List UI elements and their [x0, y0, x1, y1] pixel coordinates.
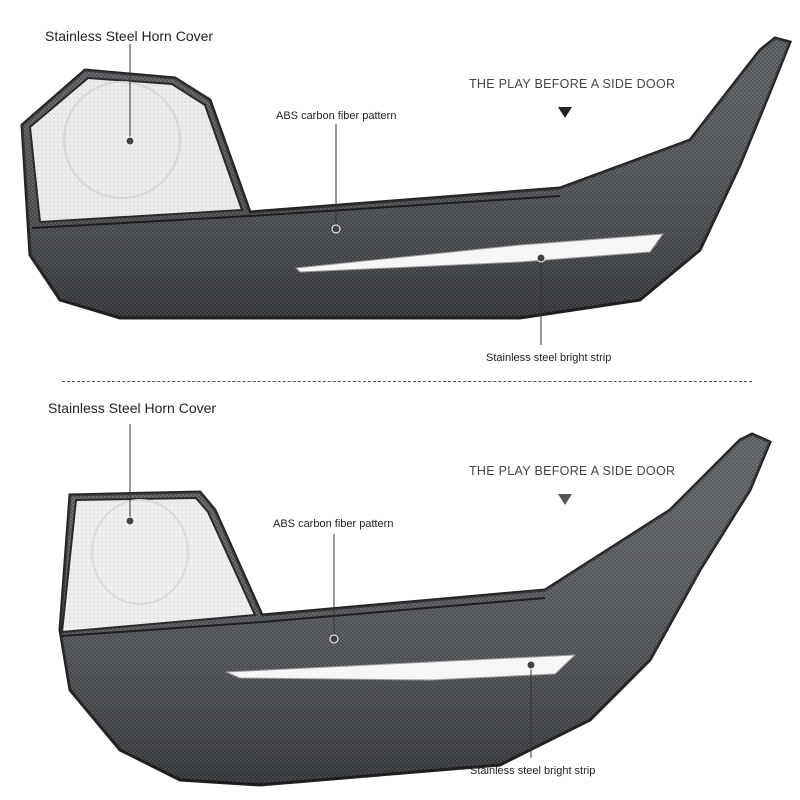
carbon-pattern-label: ABS carbon fiber pattern	[273, 518, 394, 530]
horn-cover-label: Stainless Steel Horn Cover	[48, 400, 217, 416]
bright-strip-label: Stainless steel bright strip	[470, 765, 596, 777]
down-triangle-icon	[558, 107, 572, 118]
carbon-pattern-label: ABS carbon fiber pattern	[276, 110, 397, 122]
bright-strip	[225, 654, 577, 681]
door-trim-image-bottom	[58, 424, 772, 787]
horn-cover-label: Stainless Steel Horn Cover	[45, 28, 214, 44]
side-door-caption: THE PLAY BEFORE A SIDE DOOR	[469, 464, 676, 478]
door-trim-image-top	[20, 36, 793, 345]
bright-strip	[294, 233, 665, 273]
horn-cover-mesh	[28, 76, 244, 224]
product-panel-top: Stainless Steel Horn Cover ABS carbon fi…	[0, 0, 800, 380]
side-door-caption: THE PLAY BEFORE A SIDE DOOR	[469, 77, 676, 91]
product-panel-bottom: Stainless Steel Horn Cover ABS carbon fi…	[0, 400, 800, 800]
dashed-divider	[62, 381, 752, 382]
bright-strip-label: Stainless steel bright strip	[486, 352, 612, 364]
down-triangle-icon	[558, 494, 572, 505]
horn-cover-mesh	[60, 496, 257, 634]
